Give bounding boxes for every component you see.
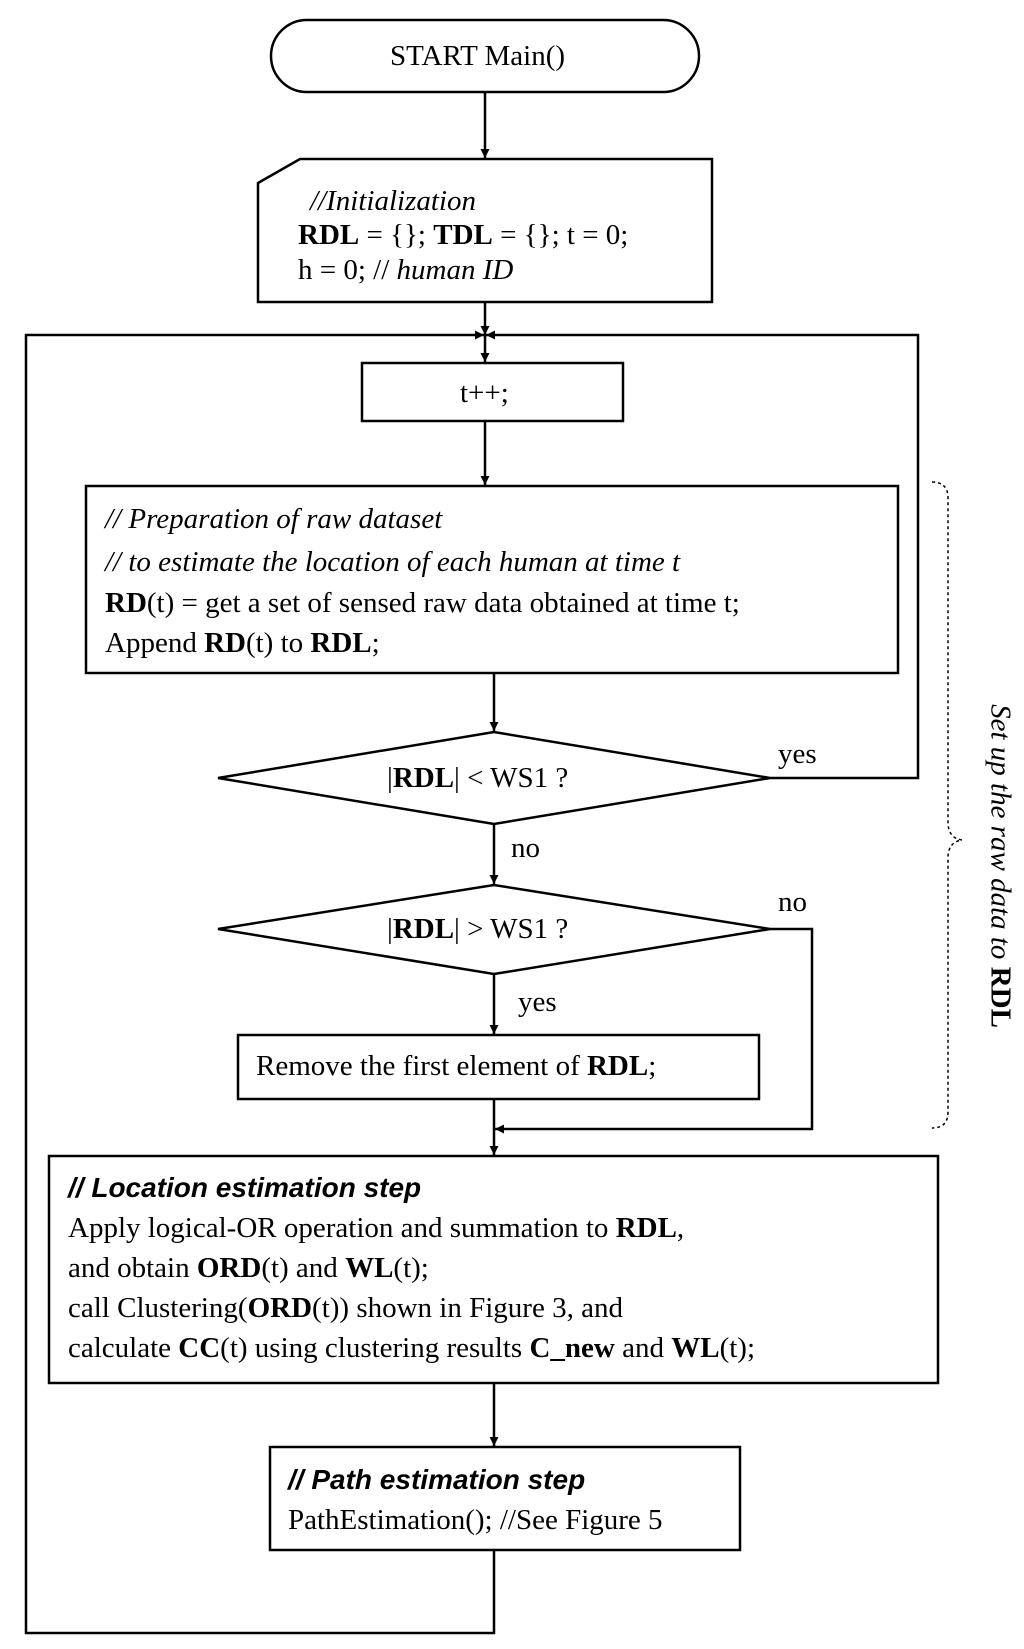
init-line2: RDL = {}; TDL = {}; t = 0; [298,219,629,251]
brace [931,481,963,1129]
prep-box [84,484,900,675]
location-line4: calculate CC(t) using clustering results… [68,1332,756,1364]
brace-label: Set up the raw data to RDL [984,704,1017,1028]
branch-no-bypass [495,927,814,1134]
path-heading: // Path estimation step [288,1464,586,1495]
init-comment: //Initialization [310,185,476,217]
decision1-yes: yes [778,738,817,770]
decision2-yes: yes [518,986,557,1018]
loop-outer-back [24,330,496,1635]
location-line3: call Clustering(ORD(t)) shown in Figure … [68,1292,623,1324]
prep-line4: Append RD(t) to RDL; [105,627,380,659]
location-line1: Apply logical-OR operation and summation… [68,1212,685,1244]
increment-box [360,361,625,423]
decision1-label: |RDL| < WS1 ? [387,762,569,794]
location-heading: // Location estimation step [68,1172,422,1203]
loop-yes-back [486,330,920,780]
decision2-label: |RDL| > WS1 ? [387,913,569,945]
remove-label: Remove the first element of RDL; [256,1050,657,1082]
prep-comment1: // Preparation of raw dataset [105,503,443,535]
prep-line3: RD(t) = get a set of sensed raw data obt… [105,587,740,619]
path-box [268,1445,742,1552]
increment-label: t++; [460,377,509,409]
remove-box [236,1033,761,1101]
path-line1: PathEstimation(); //See Figure 5 [288,1504,663,1536]
decision2-no: no [778,886,807,918]
decision1-no: no [511,832,540,864]
prep-comment2: // to estimate the location of each huma… [105,546,681,578]
location-line2: and obtain ORD(t) and WL(t); [68,1252,429,1284]
start-label: START Main() [390,40,566,72]
init-line3: h = 0; // human ID [298,254,514,286]
